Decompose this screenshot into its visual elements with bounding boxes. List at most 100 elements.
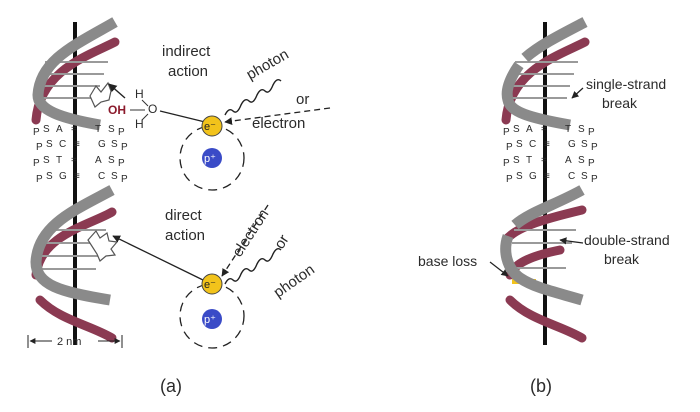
a-base-2-5: P xyxy=(118,158,125,169)
a-base-2-2: T xyxy=(56,155,62,166)
direct-damage-site xyxy=(87,229,119,262)
or-label-top: or xyxy=(296,91,309,108)
single-strand-break-arrow xyxy=(571,87,584,99)
water-radical: H O H OH xyxy=(108,83,157,131)
oh-to-dna-arrow xyxy=(108,83,126,99)
proton-bottom xyxy=(202,309,222,329)
b-base-3-1: S xyxy=(516,171,523,182)
electron-symbol-bottom: e⁻ xyxy=(204,279,216,291)
proton-top xyxy=(202,148,222,168)
b-bond-3: ≡ xyxy=(544,171,550,182)
front-strand xyxy=(32,17,118,131)
a-base-0-3: T xyxy=(95,124,101,135)
b-base-1-1: S xyxy=(516,139,523,150)
a-base-3-2: G xyxy=(59,171,67,182)
b-base-0-0: P xyxy=(503,127,510,138)
a-base-0-2: A xyxy=(56,124,63,135)
hydrogen-bottom: H xyxy=(135,117,144,131)
photon-wave-bottom xyxy=(224,247,282,285)
single-strand-break-label-2: break xyxy=(602,95,638,111)
b-base-0-3: T xyxy=(565,124,571,135)
base-loss-arrow xyxy=(489,261,509,277)
single-strand-break-label-1: single-strand xyxy=(586,76,666,92)
photon-label-top: photon xyxy=(244,46,292,84)
a-bond-3: ≡ xyxy=(74,171,80,182)
proton-symbol-bottom: p⁺ xyxy=(204,314,216,326)
double-strand-break-label-2: break xyxy=(604,251,640,267)
electron-path-top xyxy=(224,107,331,125)
electron-to-dna-arrow xyxy=(112,235,204,281)
a-base-1-2: C xyxy=(59,139,66,150)
direct-action-label-1: direct xyxy=(165,207,203,224)
b-bond-2: = xyxy=(541,155,547,166)
front-strand xyxy=(30,185,115,306)
lower-helix xyxy=(30,185,119,343)
b-base-1-5: P xyxy=(591,142,598,153)
a-base-2-3: A xyxy=(95,155,102,166)
a-base-1-5: P xyxy=(121,142,128,153)
b-base-3-3: C xyxy=(568,171,575,182)
front-strand-lower xyxy=(500,234,584,306)
photon-wave-top xyxy=(224,78,282,116)
direct-action-label-2: action xyxy=(165,227,205,244)
a-bond-2: = xyxy=(71,155,77,166)
b-base-0-5: P xyxy=(588,127,595,138)
b-base-2-4: S xyxy=(578,155,585,166)
a-base-0-0: P xyxy=(33,127,40,138)
front-strand-upper xyxy=(511,185,585,230)
hydroxyl-radical: OH xyxy=(108,103,126,117)
proton-symbol-top: p⁺ xyxy=(204,153,216,165)
scale-bar-label: 2 nm xyxy=(57,336,81,348)
b-base-2-3: A xyxy=(565,155,572,166)
electron-top xyxy=(201,115,223,137)
b-base-2-2: T xyxy=(526,155,532,166)
electron-label-top: electron xyxy=(252,115,305,132)
electron-to-water-line xyxy=(159,110,206,123)
indirect-action-label-2: action xyxy=(168,63,208,80)
electron-symbol-top: e⁻ xyxy=(204,121,216,133)
a-base-3-3: C xyxy=(98,171,105,182)
a-base-0-1: S xyxy=(43,124,50,135)
scale-bar: 2 nm xyxy=(27,335,123,348)
a-bond-0: = xyxy=(71,124,77,135)
b-base-1-0: P xyxy=(506,142,513,153)
b-base-0-1: S xyxy=(513,124,520,135)
b-base-0-2: A xyxy=(526,124,533,135)
b-base-1-4: S xyxy=(581,139,588,150)
or-label-bottom: or xyxy=(271,232,293,252)
front-strand-upper xyxy=(521,17,588,63)
hydrogen-top: H xyxy=(135,87,144,101)
a-base-3-4: S xyxy=(111,171,118,182)
back-strand-tail xyxy=(35,295,117,343)
b-base-3-2: G xyxy=(529,171,537,182)
b-base-2-5: P xyxy=(588,158,595,169)
base-loss-label: base loss xyxy=(418,253,477,269)
electron-path-bottom xyxy=(221,204,269,277)
panel-b-caption: (b) xyxy=(530,376,552,396)
a-base-3-0: P xyxy=(36,174,43,185)
a-base-3-1: S xyxy=(46,171,53,182)
b-base-1-3: G xyxy=(568,139,576,150)
a-base-3-5: P xyxy=(121,174,128,185)
indirect-action-label-1: indirect xyxy=(162,43,211,60)
back-strand-tail xyxy=(505,295,587,343)
a-base-1-1: S xyxy=(46,139,53,150)
a-base-0-4: S xyxy=(108,124,115,135)
a-base-1-0: P xyxy=(36,142,43,153)
front-strand-lower xyxy=(501,61,571,131)
a-base-1-4: S xyxy=(111,139,118,150)
electron-label-bottom: electron xyxy=(229,206,272,260)
b-base-0-4: S xyxy=(578,124,585,135)
upper-helix xyxy=(501,17,590,131)
b-bond-0: = xyxy=(541,124,547,135)
b-base-3-0: P xyxy=(506,174,513,185)
a-base-2-0: P xyxy=(33,158,40,169)
b-base-1-2: C xyxy=(529,139,536,150)
double-strand-break-arrow xyxy=(559,237,584,245)
a-bond-1: ≡ xyxy=(74,139,80,150)
upper-helix xyxy=(31,17,120,131)
